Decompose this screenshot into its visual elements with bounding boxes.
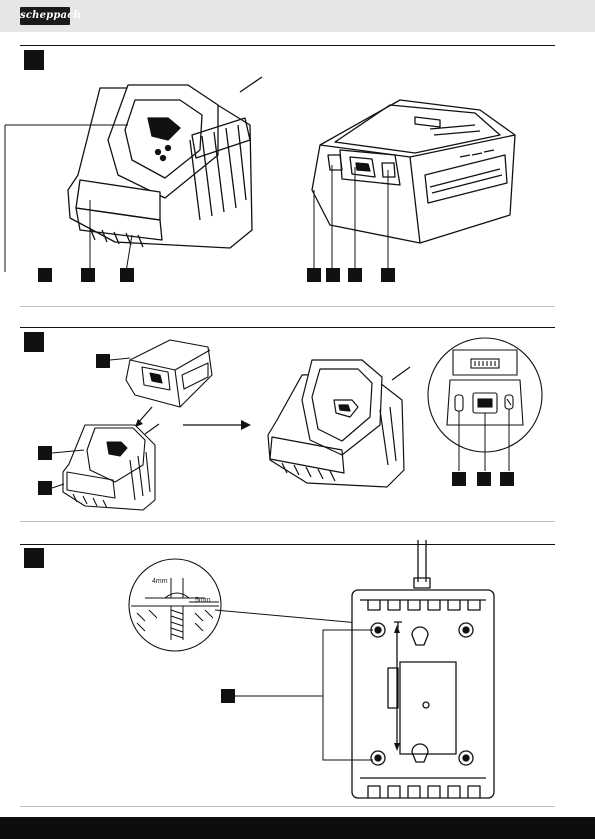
- callout-3: [120, 268, 134, 282]
- callout-14: [221, 689, 235, 703]
- callout-5: [326, 268, 340, 282]
- callout-8: [96, 354, 110, 368]
- callout-13: [500, 472, 514, 486]
- dimension-4mm-label: 4mm: [152, 578, 168, 585]
- callout-10: [38, 481, 52, 495]
- section-separator-3: [20, 806, 555, 807]
- page-header: scheppach: [0, 0, 595, 32]
- callout-6: [348, 268, 362, 282]
- callout-4: [307, 268, 321, 282]
- callout-9: [38, 446, 52, 460]
- arrow-right-icon: [183, 418, 253, 432]
- callout-leaders-2: [52, 446, 92, 486]
- magnified-detail-indicators: [425, 335, 545, 455]
- section-2-number: [24, 332, 44, 352]
- callout-14-bracket: [235, 630, 385, 770]
- section-separator-2: [20, 521, 555, 522]
- page-footer-bar: [0, 817, 595, 839]
- screw-detail-magnifier: [125, 558, 225, 658]
- section-2-rule: [20, 327, 555, 328]
- brand-logo: scheppach: [20, 7, 70, 25]
- callout-1: [38, 268, 52, 282]
- callout-7: [381, 268, 395, 282]
- callout-11: [452, 472, 466, 486]
- battery-pack-illustration: [300, 95, 530, 275]
- dimension-5mm-label: 5mm: [195, 597, 211, 604]
- section-1-rule: [20, 45, 555, 46]
- callout-leader-8: [110, 350, 130, 370]
- charger-with-battery-illustration: [262, 355, 417, 500]
- section-separator-1: [20, 306, 555, 307]
- battery-small-illustration: [120, 335, 220, 415]
- section-3-number: [24, 548, 44, 568]
- callout-12: [477, 472, 491, 486]
- callout-2: [81, 268, 95, 282]
- charger-illustration: [40, 80, 280, 280]
- section-1-number: [24, 50, 44, 70]
